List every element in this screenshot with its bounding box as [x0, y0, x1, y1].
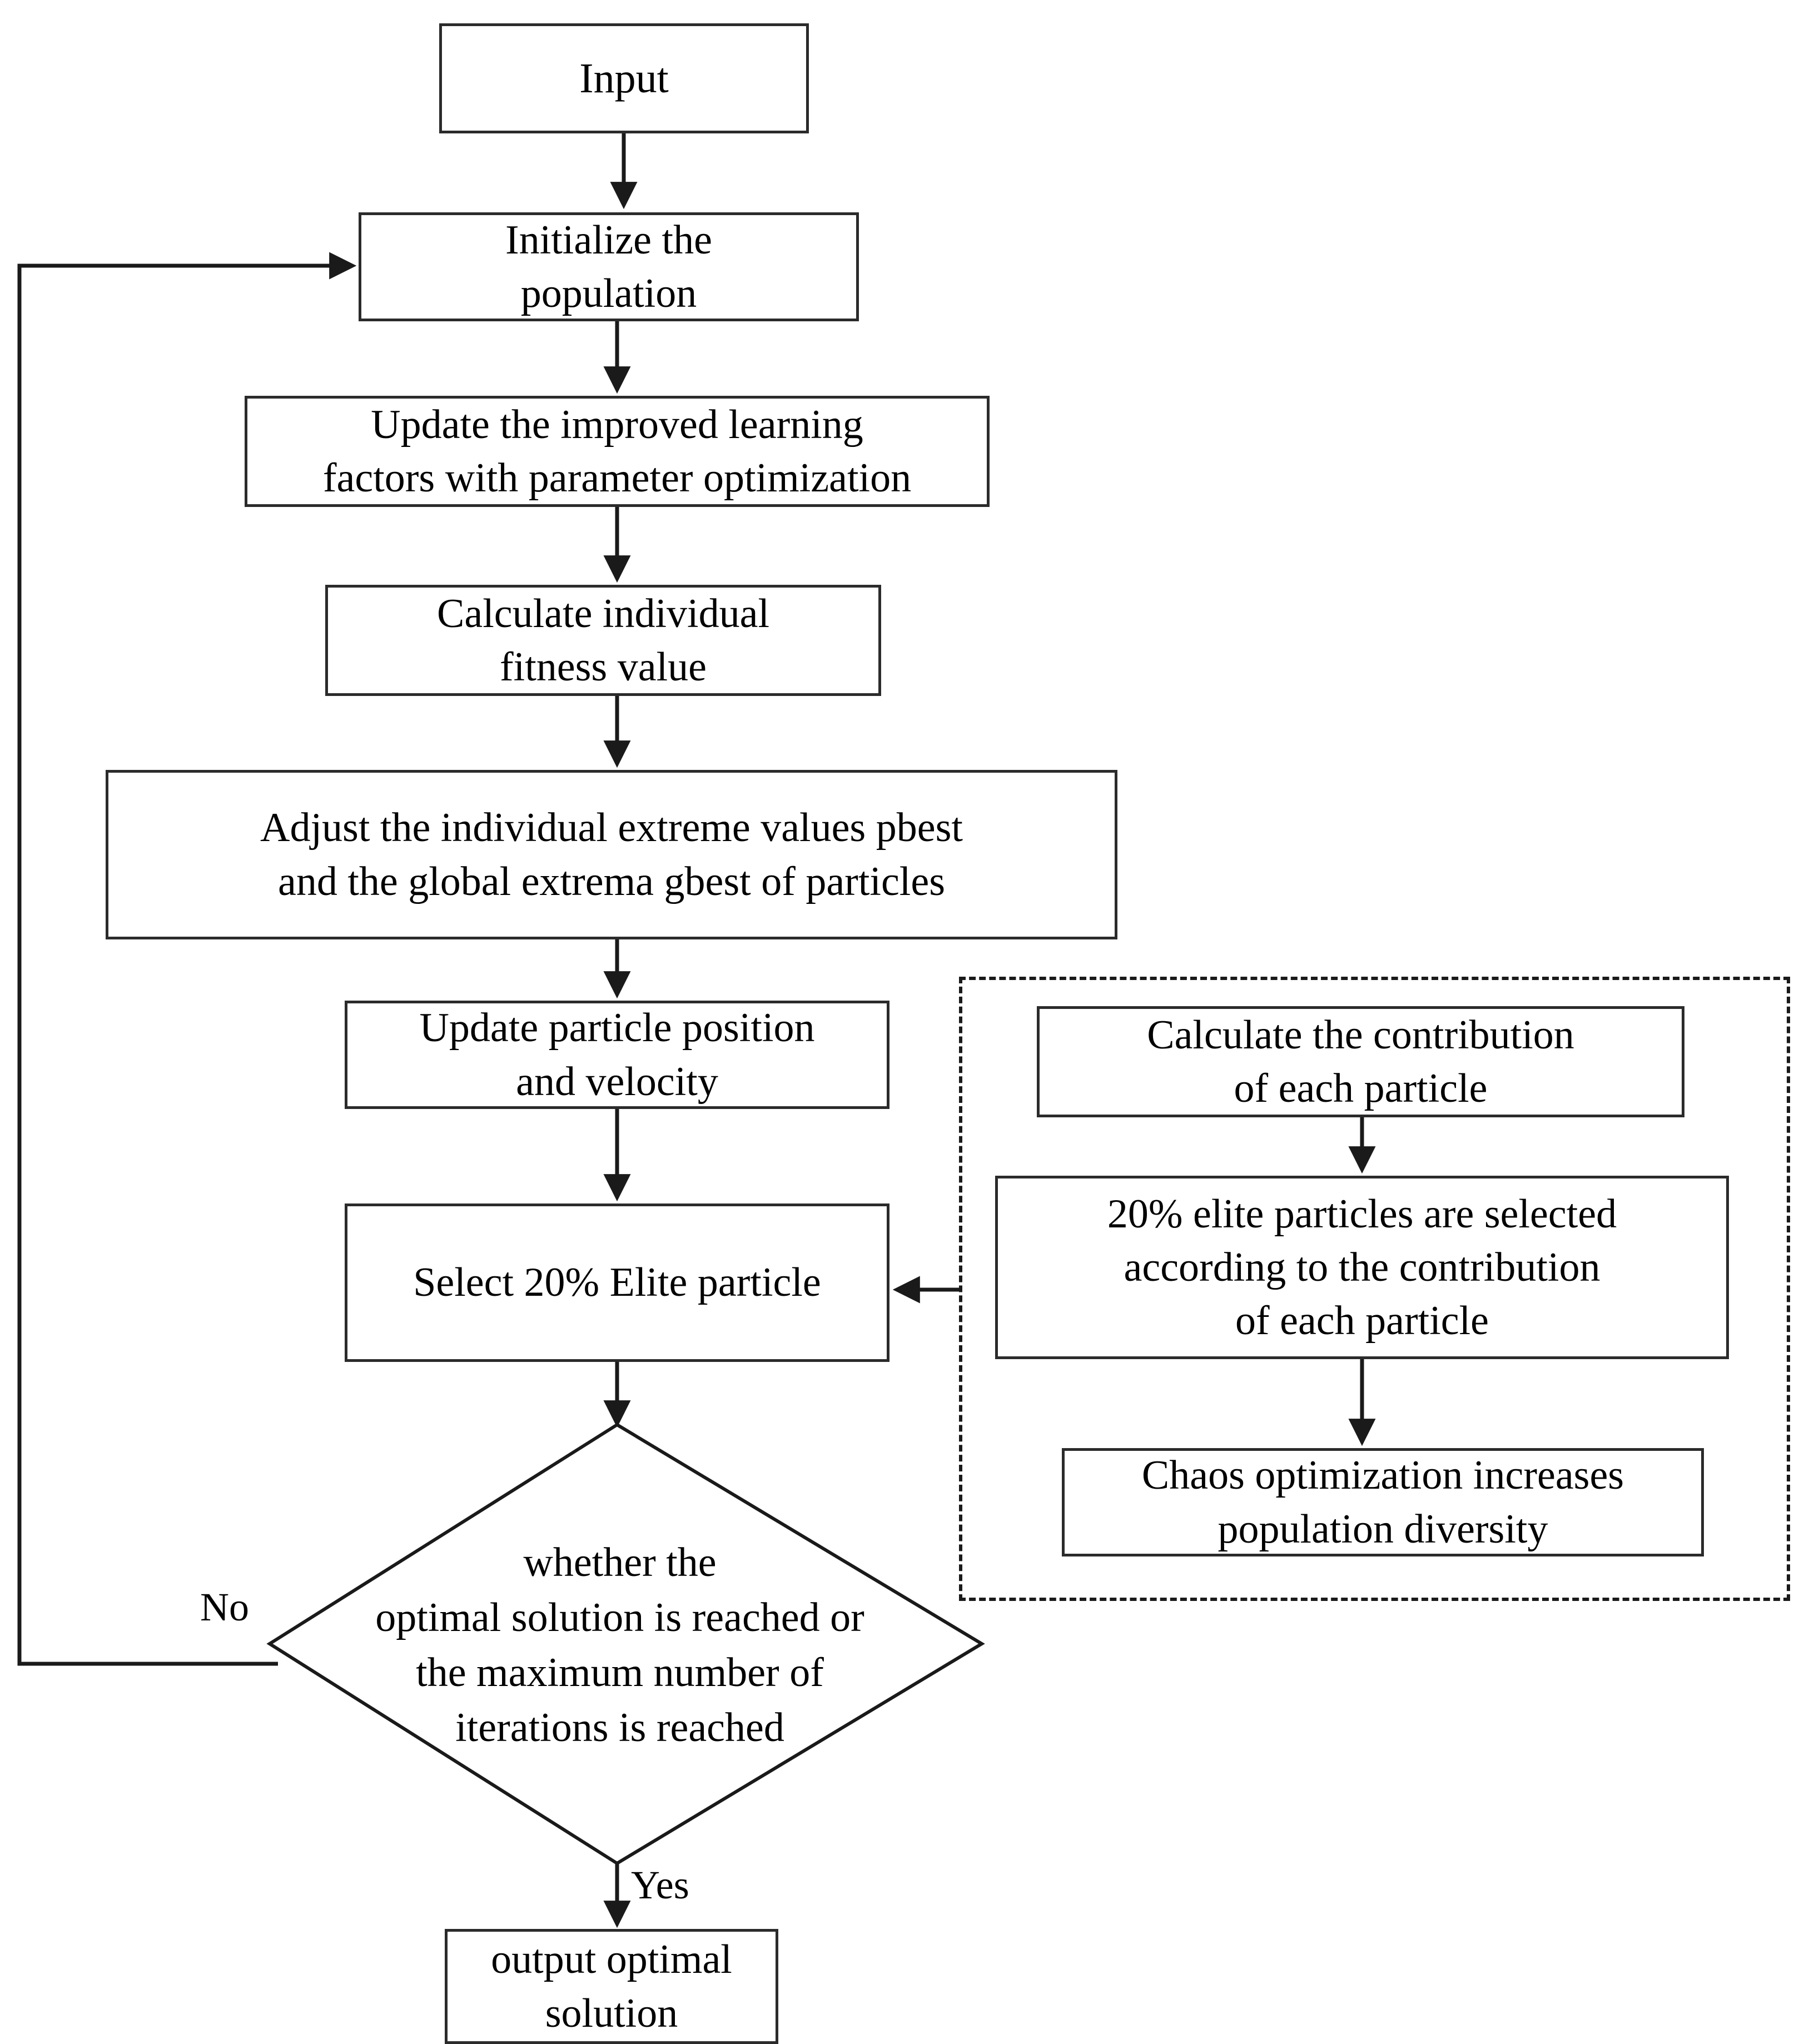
node-input[interactable]: Input	[439, 23, 809, 133]
node-decision-label: whether the optimal solution is reached …	[375, 1539, 864, 1751]
node-initialize-population[interactable]: Initialize the population	[359, 212, 859, 321]
node-select-20-percent-elite-label: 20% elite particles are selected accordi…	[1107, 1191, 1617, 1344]
node-calculate-contribution-label: Calculate the contribution of each parti…	[1147, 1012, 1574, 1111]
node-calculate-fitness[interactable]: Calculate individual fitness value	[325, 585, 881, 696]
node-update-particle-position-label: Update particle position and velocity	[419, 1005, 815, 1105]
node-update-learning-factors[interactable]: Update the improved learning factors wit…	[245, 396, 990, 507]
node-update-particle-position[interactable]: Update particle position and velocity	[345, 1001, 889, 1109]
edge-label-yes: Yes	[631, 1863, 689, 1907]
node-adjust-extreme-values[interactable]: Adjust the individual extreme values pbe…	[106, 770, 1117, 939]
node-adjust-extreme-values-label: Adjust the individual extreme values pbe…	[260, 805, 963, 904]
node-output-optimal-solution-label: output optimal solution	[491, 1937, 732, 2036]
dashed-group-elite-selection	[959, 977, 1790, 1601]
node-initialize-population-label: Initialize the population	[505, 217, 712, 316]
node-output-optimal-solution[interactable]: output optimal solution	[445, 1929, 778, 2044]
node-select-elite-particle[interactable]: Select 20% Elite particle	[345, 1203, 889, 1362]
node-chaos-optimization-label: Chaos optimization increases population …	[1141, 1453, 1624, 1552]
node-select-20-percent-elite[interactable]: 20% elite particles are selected accordi…	[995, 1176, 1729, 1359]
node-update-learning-factors-label: Update the improved learning factors wit…	[322, 401, 912, 501]
node-calculate-fitness-label: Calculate individual fitness value	[437, 590, 769, 690]
edge-label-no: No	[200, 1585, 249, 1629]
node-select-elite-particle-label: Select 20% Elite particle	[413, 1260, 821, 1306]
node-input-label: Input	[579, 54, 669, 102]
node-calculate-contribution[interactable]: Calculate the contribution of each parti…	[1037, 1006, 1684, 1117]
node-chaos-optimization[interactable]: Chaos optimization increases population …	[1062, 1448, 1704, 1556]
node-decision-label-wrap[interactable]: whether the optimal solution is reached …	[334, 1534, 906, 1757]
